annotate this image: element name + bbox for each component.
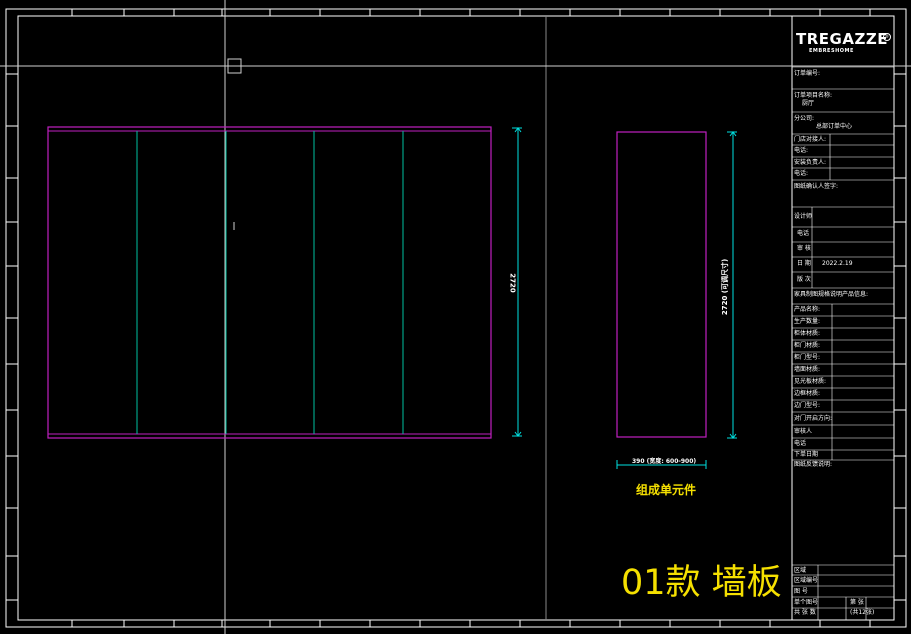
- side-zone-ticks: [6, 73, 906, 601]
- outer-border: [5, 8, 907, 628]
- brand-subtitle: EMBRESHOME: [809, 48, 854, 54]
- top-zone-ticks: [71, 9, 871, 16]
- unit-width-dimension: [616, 460, 707, 469]
- brand-logo: TREGAZZE: [796, 30, 888, 48]
- unit-caption: 组成单元件: [636, 483, 697, 497]
- unit-height-dimension: [727, 131, 737, 439]
- main-height-dimension: [512, 127, 522, 437]
- unit-panel-outline: [616, 131, 707, 438]
- unit-width-label: 390 (宽度: 600-900): [632, 458, 697, 465]
- sheet-title: 01款 墙板: [621, 563, 782, 603]
- crosshair-pickbox: [227, 58, 242, 74]
- title-block-grid: [792, 66, 894, 620]
- registered-mark-icon: ®: [883, 33, 891, 41]
- unit-height-label: 2720 (可调尺寸): [721, 258, 730, 316]
- inner-border: [17, 15, 895, 621]
- panel-joints: [136, 131, 404, 434]
- main-height-label: 2720: [508, 273, 517, 293]
- bottom-zone-ticks: [71, 620, 871, 627]
- wall-panel-outline: [47, 126, 492, 439]
